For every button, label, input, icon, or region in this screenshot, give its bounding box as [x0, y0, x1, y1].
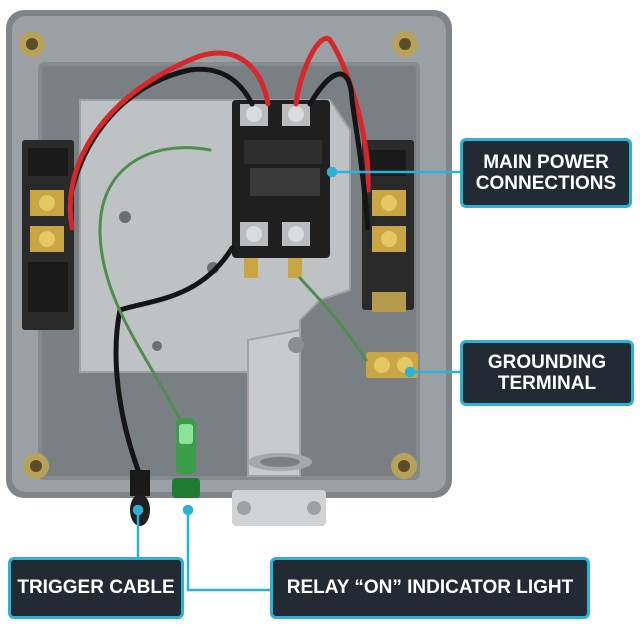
- callout-line: MAIN POWER: [483, 151, 609, 173]
- grounding-terminal-callout: GROUNDING TERMINAL: [460, 340, 634, 406]
- main-power-connections-callout: MAIN POWER CONNECTIONS: [460, 138, 632, 208]
- corner-screw-icon: [23, 453, 49, 479]
- callout-line: TERMINAL: [497, 373, 597, 394]
- corner-screw-icon: [19, 31, 45, 57]
- relay-indicator-light-callout: RELAY “ON” INDICATOR LIGHT: [270, 557, 590, 619]
- indicator-light: [172, 418, 200, 498]
- callout-label: RELAY “ON” INDICATOR LIGHT: [286, 577, 574, 599]
- trigger-cable-callout: TRIGGER CABLE: [8, 557, 184, 619]
- corner-screw-icon: [392, 31, 418, 57]
- callout-label: TRIGGER CABLE: [17, 577, 175, 599]
- contactor-relay: [232, 100, 330, 278]
- callout-line: GROUNDING: [487, 351, 607, 373]
- mounting-bracket: [247, 328, 312, 477]
- callout-line: CONNECTIONS: [475, 173, 617, 194]
- left-terminal-block: [22, 140, 74, 330]
- bottom-connector: [232, 490, 326, 526]
- wires: [67, 35, 371, 473]
- leader-lines: [132, 166, 460, 592]
- corner-screw-icon: [391, 453, 417, 479]
